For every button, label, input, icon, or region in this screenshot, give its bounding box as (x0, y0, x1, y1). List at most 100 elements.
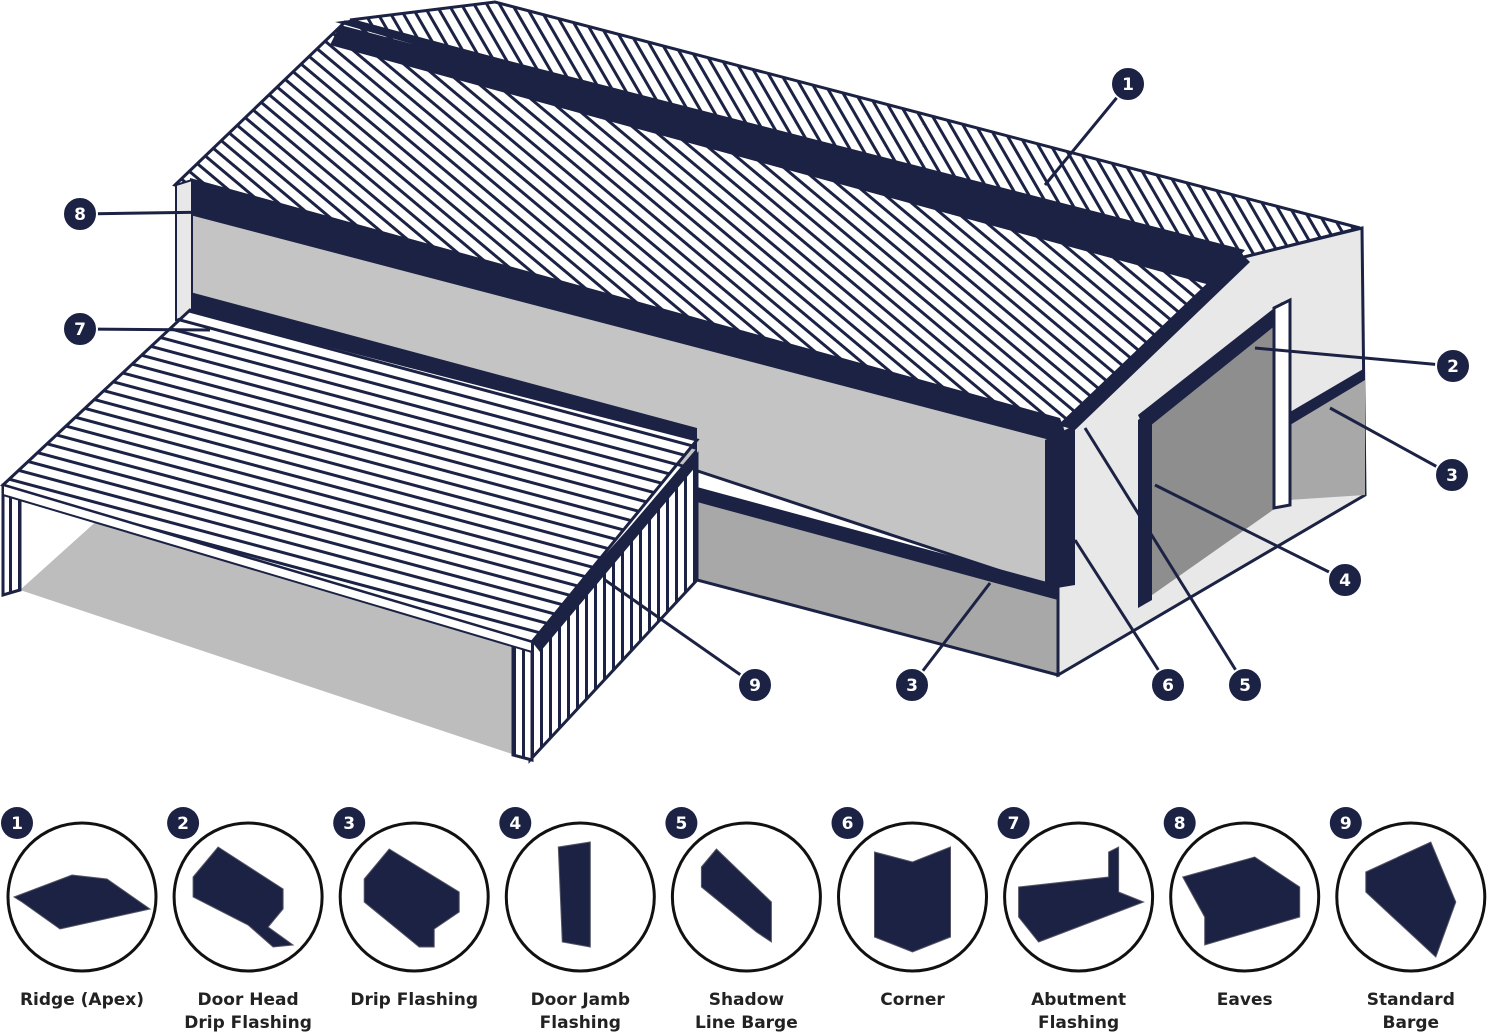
callout-badge (737, 667, 773, 703)
legend-label-line1: Drip Flashing (350, 990, 478, 1010)
legend-number: 4 (509, 814, 521, 834)
drip-flashing (697, 487, 1058, 600)
flashing-profile-icon (700, 848, 772, 943)
legend-label-line1: Eaves (1217, 990, 1273, 1010)
building-illustration (0, 0, 1367, 764)
flashing-profile-icon (363, 848, 460, 948)
legend-label-line2: Line Barge (695, 1013, 798, 1033)
callout-number: 2 (1447, 357, 1459, 377)
callout-number: 7 (74, 320, 86, 340)
lean-to-barge (532, 448, 697, 652)
callout-number: 9 (749, 676, 761, 696)
legend-badge (665, 807, 698, 839)
legend-label-line1: Ridge (Apex) (20, 990, 144, 1010)
callout-badge (1434, 457, 1470, 493)
callout-number: 1 (1122, 75, 1134, 95)
gable-base (1288, 375, 1365, 500)
legend-badge (1163, 807, 1196, 839)
flashing-profile-icon (12, 874, 152, 930)
legend-label-line1: Door Head (198, 990, 299, 1010)
callout-badge (1227, 667, 1263, 703)
legend-number: 2 (177, 814, 189, 834)
legend-label-line1: Standard (1367, 990, 1455, 1010)
lean-to-front-edge (1, 483, 533, 654)
callout-number: 3 (1446, 466, 1458, 486)
callout-number: 4 (1339, 571, 1351, 591)
legend-badge (997, 807, 1030, 839)
legend-label-line1: Door Jamb (531, 990, 630, 1010)
callout-badge (1150, 667, 1186, 703)
legend-badge (499, 807, 532, 839)
callout-number: 6 (1162, 676, 1174, 696)
legend-label-line2: Flashing (540, 1013, 621, 1033)
callout-leader (910, 582, 992, 686)
flashing-profile-icon (557, 841, 591, 948)
flashing-profile-icon (874, 846, 951, 953)
legend-number: 5 (675, 814, 687, 834)
callout-leader (1083, 427, 1247, 686)
legend-number: 1 (11, 814, 23, 834)
callout-number: 8 (74, 205, 86, 225)
callout-leader (1329, 406, 1453, 477)
door-jamb (1138, 410, 1152, 608)
legend-label-line2: Flashing (1038, 1013, 1119, 1033)
callout-number: 3 (906, 676, 918, 696)
flashing-profile-icon (1018, 846, 1145, 943)
legend-label-line1: Corner (880, 990, 945, 1010)
callout-leader (1073, 539, 1170, 686)
door-head-flashing (1138, 302, 1282, 430)
callout-badge (1435, 348, 1471, 384)
legend-badge (333, 807, 366, 839)
wall-end-left (175, 178, 193, 322)
callout-leader (1154, 483, 1346, 582)
flashing-profile-icon (192, 846, 295, 948)
legend-number: 6 (842, 814, 854, 834)
legend-label-line2: Drip Flashing (184, 1013, 312, 1033)
legend-label-line1: Abutment (1031, 990, 1126, 1010)
callout-number: 5 (1239, 676, 1251, 696)
flashing-profile-icon (1181, 856, 1301, 946)
legend-label-line1: Shadow (709, 990, 785, 1010)
legend-badge (167, 807, 200, 839)
eaves-flashing (190, 178, 1068, 440)
barge-flashing (1058, 252, 1250, 430)
corner-flashing (1045, 425, 1075, 590)
flashing-profile-icon (1365, 841, 1457, 958)
callout-leader (1254, 346, 1454, 368)
legend-number: 7 (1008, 814, 1020, 834)
callout-badge (62, 196, 98, 232)
legend-badge (831, 807, 864, 839)
legend-number: 8 (1174, 814, 1186, 834)
callout-leader (79, 210, 216, 216)
callout-leader (1043, 83, 1130, 186)
callout-badge (62, 311, 98, 347)
callout-badge (1327, 562, 1363, 598)
lean-to-front-post (511, 638, 534, 762)
callout-badge (1110, 66, 1146, 102)
door-opening (1145, 310, 1280, 600)
legend-number: 9 (1340, 814, 1352, 834)
gable-drip (1290, 368, 1365, 425)
callout-leader (79, 327, 211, 332)
